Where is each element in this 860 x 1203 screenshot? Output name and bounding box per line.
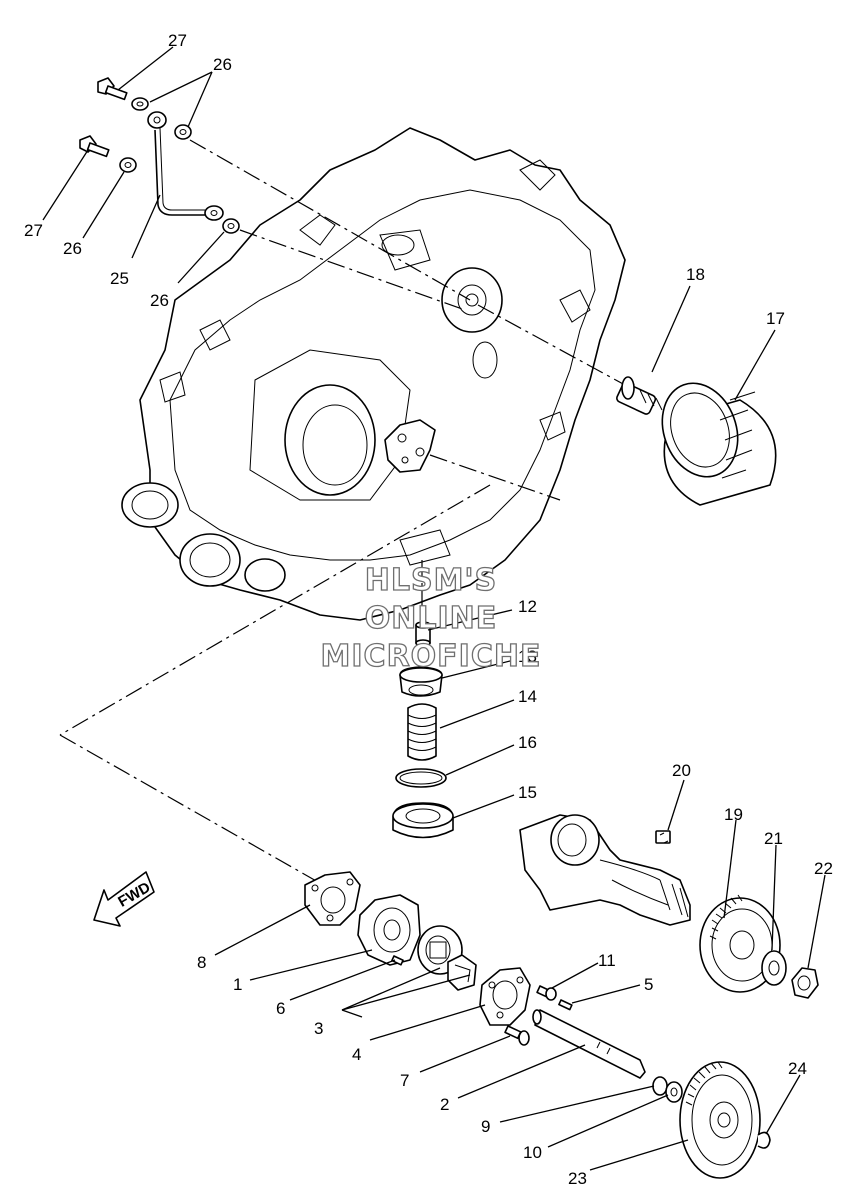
oil-pipe: [147, 111, 224, 221]
pin-5: [558, 999, 573, 1011]
callout-19: 19: [724, 805, 743, 824]
part-14: [407, 703, 437, 761]
callout-14: 14: [518, 687, 537, 706]
gear-23: [679, 1061, 761, 1179]
reference-lines: [59, 139, 626, 883]
callout-25: 25: [110, 269, 129, 288]
callout-12: 12: [518, 597, 537, 616]
washer-10: [665, 1081, 683, 1103]
clip-24: [757, 1131, 771, 1149]
part-12: [415, 621, 431, 647]
callout-10: 10: [523, 1143, 542, 1162]
callout-16: 16: [518, 733, 537, 752]
oil-filter-17: [661, 382, 777, 506]
shaft-2: [532, 1009, 646, 1079]
callout-11: 11: [598, 951, 616, 970]
callout-13: 13: [518, 647, 537, 666]
watermark-line-1: HLSM'S: [365, 563, 497, 598]
pump-cover-7: [479, 967, 531, 1026]
oil-pipe-assembly: [79, 77, 240, 234]
callout-5: 5: [644, 975, 653, 994]
watermark-line-2: ONLINE: [365, 601, 498, 636]
bolt-27-upper: [97, 77, 128, 101]
screw-7: [504, 1025, 530, 1046]
callout-18: 18: [686, 265, 705, 284]
nut-22: [791, 967, 819, 999]
part-15: [392, 802, 454, 839]
callout-21: 21: [764, 829, 783, 848]
oil-filter-union-bolt-18: [616, 376, 663, 415]
pump-housing: [519, 814, 691, 926]
callout-9: 9: [481, 1117, 490, 1136]
clip-9: [652, 1076, 668, 1096]
pump-body-1: [357, 894, 421, 966]
crankcase: [121, 127, 626, 621]
callout-4: 4: [352, 1045, 361, 1064]
callout-23: 23: [568, 1169, 587, 1188]
callout-17: 17: [766, 309, 785, 328]
callout-20: 20: [672, 761, 691, 780]
callout-2: 2: [440, 1095, 449, 1114]
screw-11: [536, 985, 557, 1001]
part-13: [399, 666, 443, 697]
inner-rotor-4: [447, 954, 477, 991]
watermark-line-3: MICROFICHE: [321, 639, 542, 674]
watermark: HLSM'S ONLINE MICROFICHE: [320, 562, 542, 674]
callout-6: 6: [276, 999, 285, 1018]
pin-6: [391, 955, 404, 966]
callout-15: 15: [518, 783, 537, 802]
washer-21: [761, 950, 787, 986]
callout-26-lower: 26: [150, 291, 169, 310]
callout-8: 8: [197, 953, 206, 972]
gasket-8: [304, 871, 361, 926]
callout-26-left: 26: [63, 239, 82, 258]
callout-26-upper: 26: [213, 55, 232, 74]
leader-lines: [42, 46, 826, 1171]
key-20: [655, 830, 671, 844]
fwd-arrow: FWD: [93, 871, 155, 927]
callout-22: 22: [814, 859, 833, 878]
strainer-stack: [392, 621, 454, 839]
callout-3: 3: [314, 1019, 323, 1038]
callout-24: 24: [788, 1059, 807, 1078]
callout-7: 7: [400, 1071, 409, 1090]
callout-27-upper: 27: [168, 31, 187, 50]
callout-27-lower: 27: [24, 221, 43, 240]
callout-1: 1: [233, 975, 242, 994]
callout-numbers: 27 26 27 26 25 26 18 17 12 13 14 16 15 2…: [24, 31, 833, 1188]
bolt-27-lower: [79, 135, 110, 158]
